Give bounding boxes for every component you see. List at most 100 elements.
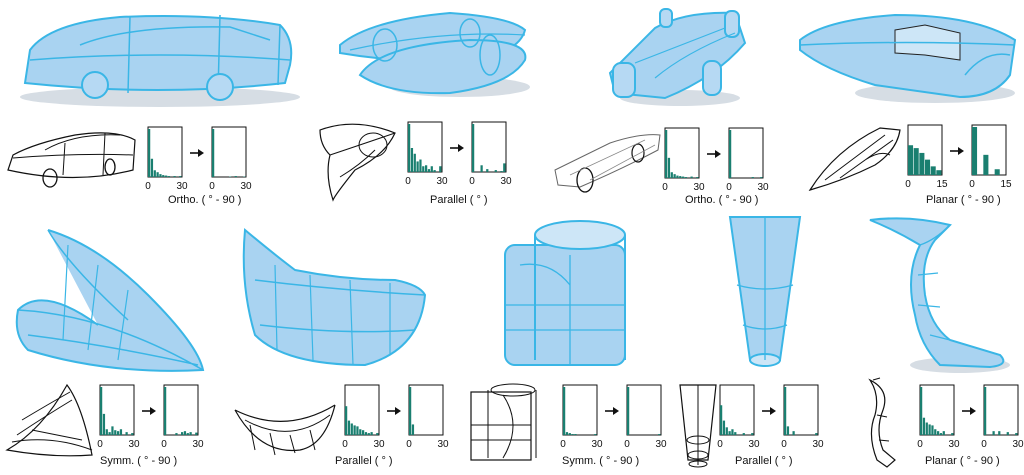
histogram-bar	[667, 157, 671, 178]
histogram-bar	[751, 433, 754, 435]
tick-label-max: 30	[812, 439, 824, 450]
histogram-bar	[472, 124, 475, 172]
histogram-bar	[913, 148, 919, 175]
histogram-bar	[183, 431, 187, 435]
histogram-frame	[664, 127, 700, 179]
histogram-bar	[173, 176, 176, 177]
histogram-bar	[486, 169, 489, 172]
histogram-bar	[682, 176, 685, 178]
tick-label-max: 30	[176, 181, 188, 192]
histogram-bar	[175, 433, 178, 435]
sketch-shape-9	[868, 377, 896, 468]
histogram-bar	[353, 425, 356, 435]
render-car-3	[608, 8, 747, 106]
histogram-bar	[148, 129, 151, 177]
tick-label-min: 0	[469, 176, 475, 187]
tick-label-min: 0	[981, 439, 987, 450]
histogram-bar	[920, 387, 923, 435]
histogram-frame	[983, 384, 1019, 436]
histogram-bar	[734, 432, 737, 435]
histogram-bar	[411, 424, 415, 435]
histogram-bar	[670, 172, 673, 178]
histogram-bar	[1006, 432, 1009, 435]
histogram-bar	[930, 166, 936, 175]
histogram-bar	[413, 153, 416, 172]
histogram-bar	[925, 159, 931, 175]
render-car-2	[339, 11, 530, 97]
histogram-bar	[181, 432, 184, 435]
histogram-bar	[425, 165, 428, 172]
tick-label-min: 0	[209, 181, 215, 192]
caption-shape-6: Parallel ( ° )	[335, 455, 393, 467]
sketch-shape-8	[679, 384, 717, 468]
histogram-bar	[159, 174, 162, 177]
render-shape-5	[15, 229, 205, 372]
histogram-bar	[994, 169, 1000, 175]
histogram-bar	[179, 176, 182, 177]
histogram-bar	[367, 433, 370, 435]
arrow-right-icon	[142, 407, 156, 415]
panel-car-3	[545, 0, 785, 210]
histogram-bar	[480, 165, 483, 172]
arrow-right-icon	[962, 407, 976, 415]
histogram-bar	[594, 434, 597, 435]
histogram-bar	[922, 417, 926, 435]
tick-label-min: 0	[781, 439, 787, 450]
histogram-bar	[156, 172, 159, 177]
render-shape-6	[242, 228, 427, 367]
tick-label-min: 0	[145, 181, 151, 192]
histogram-bar	[972, 127, 978, 175]
histogram-bar	[937, 431, 940, 435]
histogram-frame	[728, 127, 764, 179]
histogram-bar	[565, 432, 569, 435]
histogram-bar	[919, 152, 925, 175]
histogram-bar	[410, 148, 414, 172]
histogram-bar	[792, 431, 795, 435]
histogram-bar	[673, 174, 676, 178]
histogram-bar	[908, 145, 914, 175]
arrow-right-icon	[190, 149, 204, 157]
histogram-bar	[815, 433, 818, 435]
tick-label-min: 0	[161, 439, 167, 450]
histogram-bar	[992, 431, 995, 435]
histogram-bar	[164, 387, 167, 435]
histogram-bar	[105, 429, 108, 435]
tick-label-max: 30	[655, 439, 667, 450]
histogram-bar	[419, 159, 422, 172]
histogram-bar	[108, 432, 111, 435]
histogram-bar	[983, 154, 989, 175]
histogram-bar	[370, 432, 373, 435]
histogram-bar	[679, 176, 682, 178]
histogram-bar	[574, 434, 577, 435]
tick-label-max: 30	[757, 182, 769, 193]
histogram-frame	[626, 384, 662, 436]
tick-label-max: 30	[591, 439, 603, 450]
histogram-bar	[356, 426, 359, 435]
histogram-bar	[936, 170, 942, 175]
tick-label-min: 0	[717, 439, 723, 450]
arrow-right-icon	[387, 407, 401, 415]
histogram-bar	[998, 431, 1001, 435]
panel-shape-8	[670, 215, 840, 475]
histogram-frame	[99, 384, 135, 436]
panel-shape-6	[225, 215, 450, 475]
arrow-right-icon	[762, 407, 776, 415]
histogram-frame	[783, 384, 819, 436]
histogram-frame	[407, 121, 443, 173]
histogram-frame	[344, 384, 380, 436]
histogram-bar	[658, 434, 661, 435]
histogram-bar	[119, 429, 123, 435]
histogram-frame	[147, 126, 183, 178]
histogram-frame	[919, 384, 955, 436]
histogram-bar	[131, 433, 134, 435]
histogram-bar	[786, 426, 790, 435]
caption-car-4: Planar ( ° - 90 )	[926, 194, 1001, 206]
histogram-bar	[345, 406, 348, 435]
histogram-bar	[186, 433, 189, 435]
